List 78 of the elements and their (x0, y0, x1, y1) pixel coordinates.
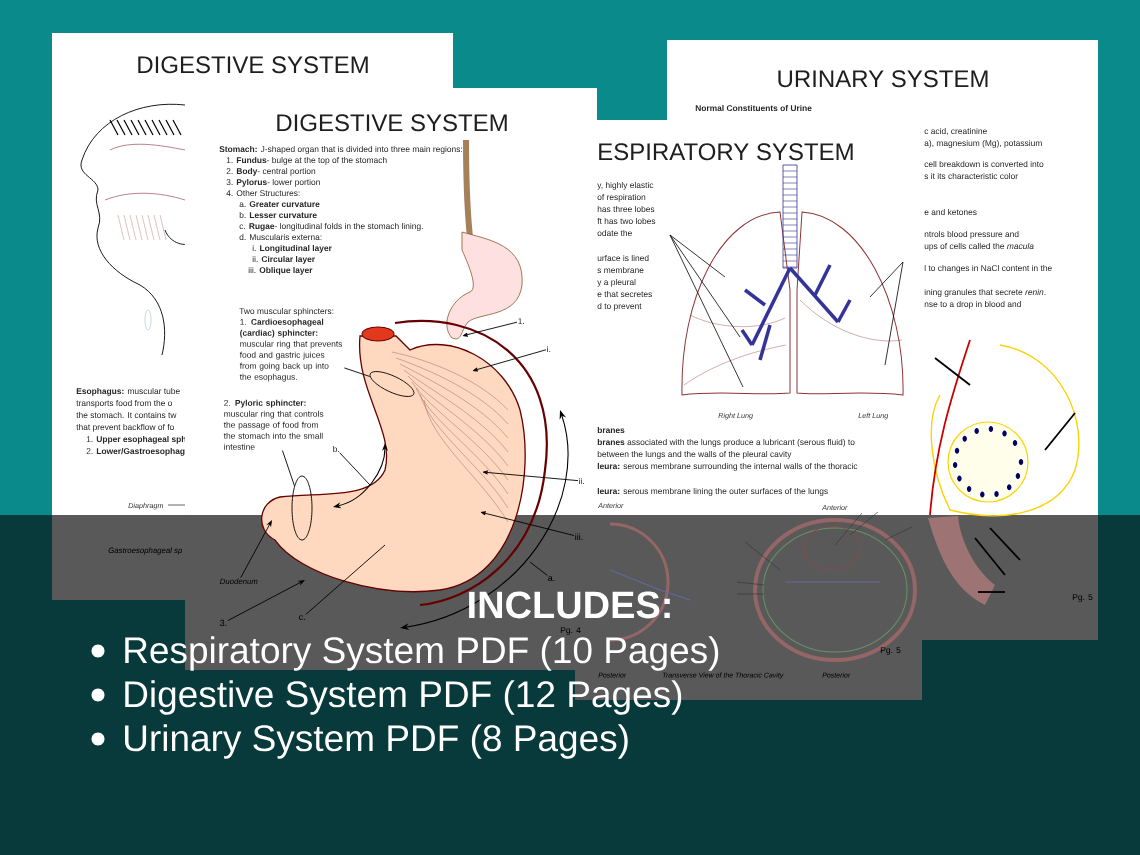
callout-label: iii. (575, 533, 583, 540)
callout-label: a. (548, 576, 555, 582)
sphincter-ring (291, 475, 313, 541)
body-text: iii. Oblique layer (248, 266, 313, 275)
paragraph-text: 2. Pyloric sphincter: muscular ring that controls the passage of food from the stomach into the small intestine (223, 399, 324, 450)
paragraph-text: 1. Cardioesophageal (cardiac) sphincter: muscular ring that prevents food and gastric juices from going back up into the esophagus. (239, 318, 343, 382)
body-text: a. Greater curvature (239, 201, 320, 208)
body-text: 1. Fundus- bulge at the top of the stomach (226, 156, 387, 165)
page-title: DIGESTIVE SYSTEM (138, 56, 368, 74)
leader-line (482, 470, 579, 482)
body-text: 3. Pylorus- lower portion (226, 178, 320, 187)
body-text: nse to a drop in blood and (924, 300, 1021, 309)
body-text: ii. Circular layer (252, 255, 315, 264)
heading-text: branes (597, 426, 625, 434)
body-text: s it its characteristic color (924, 172, 1018, 180)
leader-line (462, 321, 518, 337)
body-text: 2. Lower/Gastroesophag (86, 447, 185, 456)
body-text: i. Longitudinal layer (252, 244, 332, 253)
leader-line (305, 544, 386, 615)
body-text: d. Muscularis externa: (239, 233, 322, 241)
body-text: c acid, creatinine (924, 127, 987, 136)
list-item: Digestive System PDF (12 Pages) (125, 680, 682, 715)
body-text: s membrane (597, 266, 644, 274)
body-text: transports food from the o (76, 399, 173, 408)
body-text: y a pleural (597, 278, 636, 287)
body-text: of respiration (597, 193, 646, 202)
body-text: Two muscular sphincters: (239, 307, 334, 316)
body-text: between the lungs and the walls of the pleural cavity (597, 450, 792, 459)
body-text: b. Lesser curvature (239, 211, 317, 219)
body-text: d to prevent (597, 302, 642, 311)
list-item: Respiratory System PDF (10 Pages) (125, 636, 719, 671)
page-title: DIGESTIVE SYSTEM (277, 114, 507, 132)
body-text: 2. Body- central portion (226, 167, 316, 176)
leader-line (480, 511, 575, 536)
body-text: l to changes in NaCl content in the (924, 264, 1052, 273)
body-text: e and ketones (924, 208, 977, 216)
body-text: Esophagus: muscular tube (76, 387, 180, 396)
body-text: c. Rugae- longitudinal folds in the stomach lining. (239, 222, 423, 231)
heading-text: Normal Constituents of Urine (695, 104, 812, 112)
leader-line (529, 561, 548, 576)
body-text: Stomach: J-shaped organ that is divided into three main regions: (219, 145, 462, 154)
body-text: branes associated with the lungs produce a lubricant (serous fluid) to (597, 438, 855, 447)
body-text: a), magnesium (Mg), potassium (924, 139, 1042, 148)
leader-line (472, 349, 547, 372)
body-text: 4. Other Structures: (226, 189, 300, 197)
page-number: Pg. 4 (560, 627, 581, 635)
leader-line (240, 520, 272, 579)
heading-text: INCLUDES: (469, 591, 670, 619)
callout-label: 1. (518, 318, 524, 324)
callout-label: 3. (220, 619, 227, 627)
callout-label: i. (547, 345, 551, 352)
body-text: urface is lined (597, 254, 649, 262)
sphincter-ring (369, 371, 415, 397)
body-text: leura: serous membrane surrounding the internal walls of the thoracic (597, 462, 858, 471)
body-text: leura: serous membrane lining the outer surfaces of the lungs (597, 487, 828, 496)
callout-label: c. (299, 615, 305, 621)
leader-line (282, 450, 295, 487)
body-text: the stomach. It contains tw (76, 411, 177, 419)
body-text: ft has two lobes (597, 217, 656, 225)
body-text: e that secretes (597, 290, 652, 298)
list-item: Urinary System PDF (8 Pages) (125, 724, 628, 759)
leader-line (339, 452, 371, 486)
body-text: ups of cells called the macula (924, 242, 1034, 251)
page-title: ESPIRATORY SYSTEM (599, 143, 853, 161)
body-text: ntrols blood pressure and (924, 230, 1019, 239)
callout-label: b. (333, 445, 339, 453)
body-text: odate the (597, 229, 632, 237)
body-text: ining granules that secrete renin. (924, 288, 1046, 297)
body-text: cell breakdown is converted into (924, 160, 1044, 168)
callout-label: ii. (579, 477, 584, 484)
page-title: URINARY SYSTEM (778, 70, 988, 88)
body-text: that prevent backflow of fo (76, 423, 174, 432)
leader-line (227, 580, 305, 622)
leader-line (343, 367, 371, 377)
body-text: has three lobes (597, 205, 655, 213)
page-number: Pg. 5 (1072, 594, 1093, 602)
body-text: y, highly elastic (597, 181, 654, 190)
page-number: Pg. 5 (880, 647, 901, 655)
